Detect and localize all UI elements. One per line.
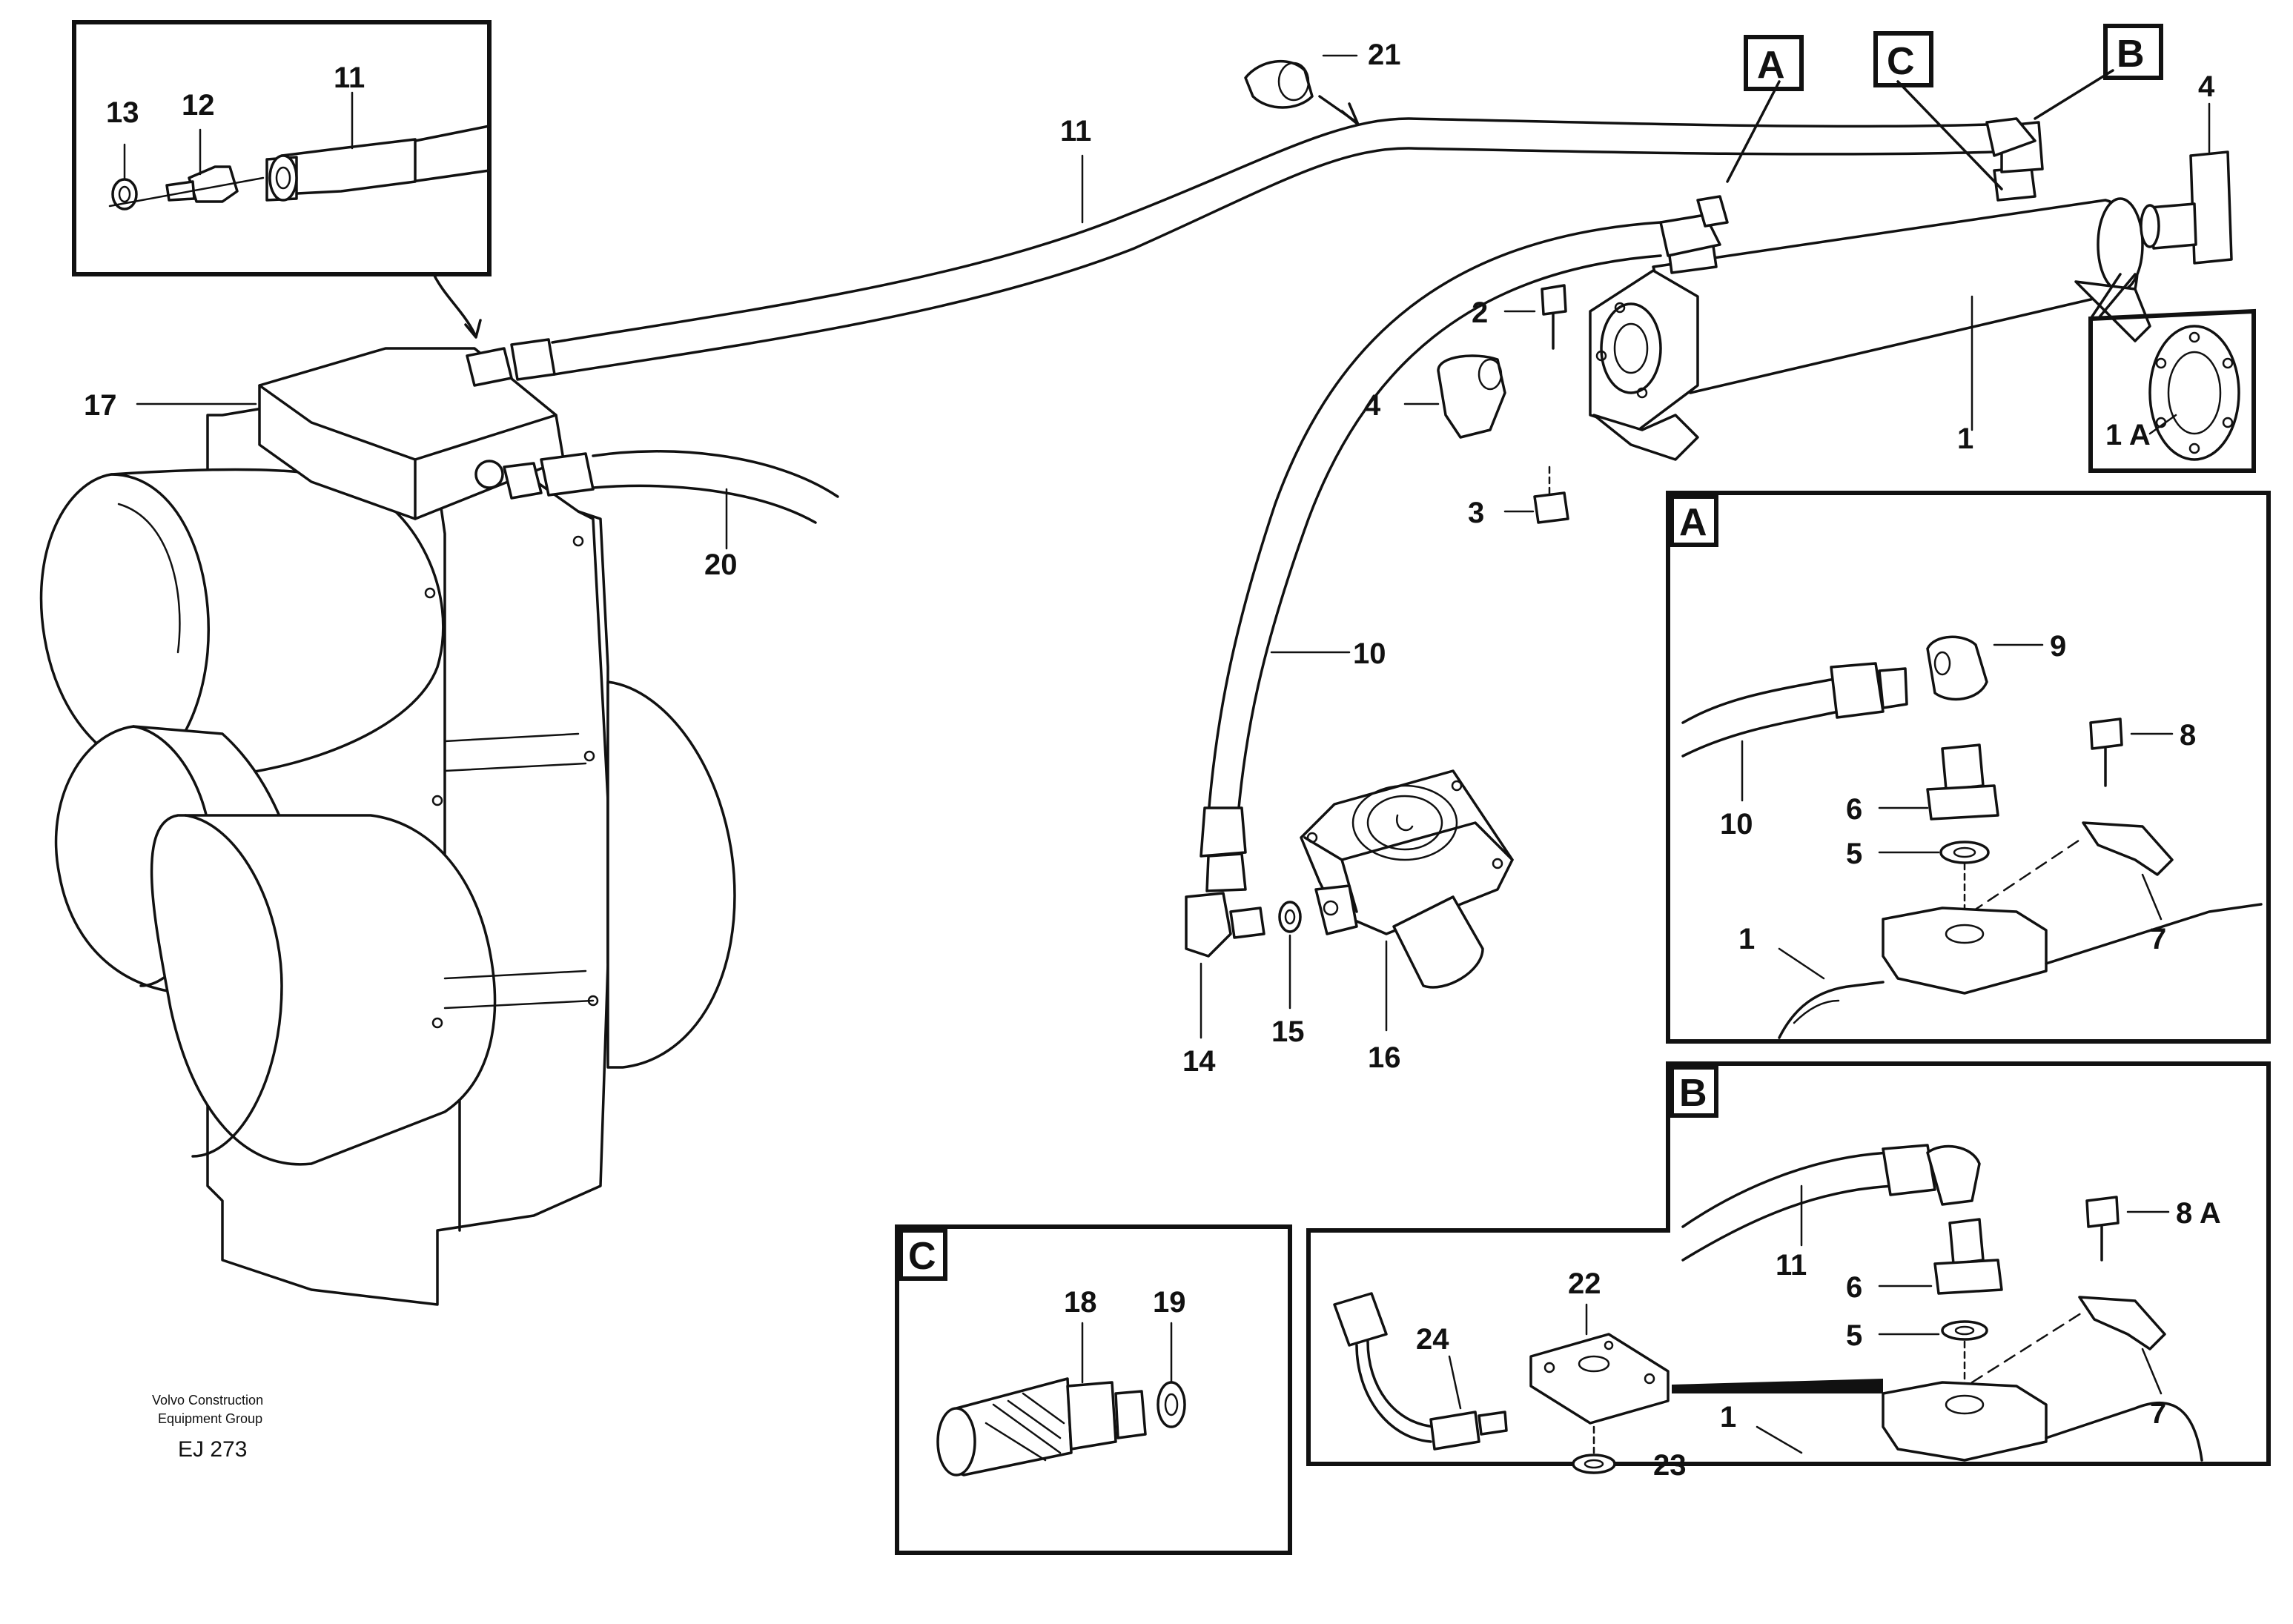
hose-11: 11 21 <box>551 39 1996 376</box>
label-10-detail-a: 10 <box>1720 808 1753 841</box>
svg-text:B: B <box>2117 33 2145 76</box>
label-23: 23 <box>1653 1449 1687 1482</box>
company-line-1: Volvo Construction <box>152 1393 263 1408</box>
label-19: 19 <box>1153 1286 1186 1319</box>
label-16: 16 <box>1368 1041 1401 1074</box>
label-3: 3 <box>1468 497 1484 529</box>
callout-a: A <box>1744 35 1804 91</box>
detail-a-tag: A <box>1679 501 1707 544</box>
label-8: 8 <box>2180 719 2196 752</box>
engine-block: 17 20 <box>39 338 839 1306</box>
label-5-detail-b: 5 <box>1846 1319 1862 1352</box>
label-10: 10 <box>1353 637 1386 670</box>
detail-c: C 18 19 <box>895 1224 1292 1555</box>
drawing-code: EJ 273 <box>178 1437 247 1462</box>
label-1: 1 <box>1957 422 1973 455</box>
detail-a: A 10 9 6 5 8 7 <box>1666 491 2271 1044</box>
label-24: 24 <box>1416 1323 1449 1356</box>
label-5: 5 <box>1846 838 1862 870</box>
svg-text:C: C <box>1887 40 1915 83</box>
svg-text:A: A <box>1757 44 1785 87</box>
detail-c-tag: C <box>908 1235 936 1278</box>
detail-1a: 1 A <box>2088 308 2256 473</box>
label-2: 2 <box>1472 296 1488 329</box>
hose-10: 10 14 15 <box>1182 221 1662 1078</box>
label-11-detail-b: 11 <box>1776 1249 1807 1282</box>
publisher-block: Volvo Construction Equipment Group EJ 27… <box>152 1393 263 1462</box>
label-21: 21 <box>1368 39 1401 71</box>
detail-b-tag: B <box>1679 1072 1707 1115</box>
label-7: 7 <box>2150 923 2166 955</box>
callout-b: B <box>2103 24 2163 80</box>
label-20: 20 <box>704 548 738 581</box>
callout-c: C <box>1873 31 1933 87</box>
company-line-2: Equipment Group <box>158 1411 262 1426</box>
label-15: 15 <box>1271 1015 1305 1048</box>
label-9: 9 <box>2050 630 2066 663</box>
label-22: 22 <box>1568 1267 1601 1300</box>
inset-hose-fitting: 11 12 13 <box>72 20 492 339</box>
label-18: 18 <box>1064 1286 1097 1319</box>
label-17: 17 <box>84 389 117 422</box>
label-6-detail-b: 6 <box>1846 1271 1862 1304</box>
label-1-detail-b: 1 <box>1720 1401 1736 1434</box>
label-13: 13 <box>106 96 139 129</box>
label-1a: 1 A <box>2105 419 2151 451</box>
label-14: 14 <box>1182 1045 1216 1078</box>
label-1-detail-a: 1 <box>1738 923 1755 955</box>
detail-b: B 11 6 5 8 A 7 1 <box>1306 1061 2271 1482</box>
label-4: 4 <box>1364 389 1381 422</box>
label-11-inset: 11 <box>334 62 365 94</box>
label-8a: 8 A <box>2176 1197 2221 1230</box>
label-11: 11 <box>1060 115 1091 148</box>
oil-cooler: 2 4 3 4 1 <box>1364 69 2233 529</box>
label-4-right: 4 <box>2198 70 2215 103</box>
label-6: 6 <box>1846 793 1862 826</box>
part-16: 16 <box>1300 769 1514 1074</box>
label-7-detail-b: 7 <box>2150 1397 2166 1430</box>
label-12: 12 <box>182 89 215 122</box>
